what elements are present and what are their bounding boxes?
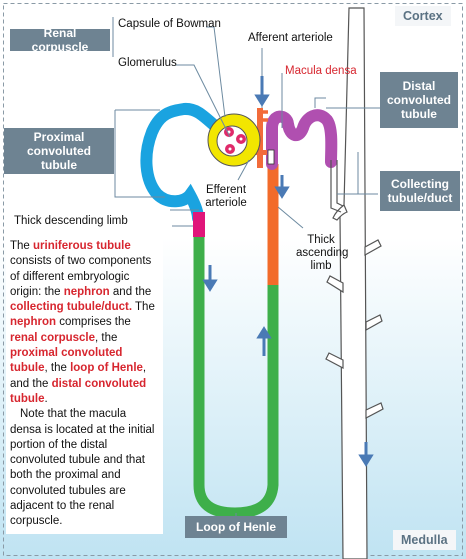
distal-line2: convoluted: [386, 93, 451, 107]
distal-line3: tubule: [400, 107, 437, 121]
highlighted-term: collecting tubule/duct.: [10, 301, 133, 314]
afferent-arteriole-label: Afferent arteriole: [248, 32, 333, 44]
proximal-line1: Proximal: [33, 130, 85, 144]
dashed-frame: [3, 3, 463, 556]
loop-of-henle-box: Loop of Henle: [185, 516, 287, 538]
distal-line1: Distal: [402, 79, 436, 93]
distal-to-collecting-link: [330, 160, 342, 213]
description-panel: The uriniferous tubule consists of two c…: [6, 236, 163, 534]
efferent-label-line1: Efferent: [205, 184, 247, 196]
collecting-line1: Collecting: [390, 177, 449, 191]
glomerulus-label: Glomerulus: [118, 57, 177, 69]
description-text: , and the: [10, 362, 147, 390]
efferent-label-line2: arteriole: [205, 197, 247, 209]
description-text: .: [44, 392, 48, 405]
highlighted-term: nephron: [10, 316, 56, 329]
distal-to-collecting-link2: [336, 160, 344, 207]
description-paragraph-2: Note that the macula densa is located at…: [10, 408, 155, 528]
glomerulus-capillary-dot: [239, 137, 243, 141]
medulla-label: Medulla: [393, 530, 456, 550]
renal-corpuscle-box: Renal corpuscle: [10, 26, 110, 54]
macula-densa-mark: [267, 149, 275, 165]
thick-ascending-limb-label: Thick ascending limb: [296, 234, 349, 273]
description-paragraph-1: The uriniferous tubule consists of two c…: [10, 239, 160, 407]
description-text: The: [10, 240, 34, 252]
description-text: The: [132, 301, 155, 314]
highlighted-term: distal convoluted tubule: [10, 377, 147, 405]
loop-of-henle-thin: [193, 237, 279, 519]
thick-asc-line3: limb: [310, 260, 332, 272]
thick-asc-line1: Thick: [307, 234, 335, 246]
macula-densa-label: Macula densa: [285, 65, 357, 77]
highlighted-term: proximal convoluted tubule: [10, 347, 123, 375]
thick-asc-line2: ascending: [296, 247, 349, 259]
description-text: consists of two components of different …: [10, 255, 152, 298]
highlighted-term: nephron: [63, 285, 110, 298]
highlighted-term: loop of Henle: [70, 362, 143, 375]
capsule-of-bowman-label: Capsule of Bowman: [118, 18, 221, 30]
thick-descending-limb-label: Thick descending limb: [14, 215, 128, 227]
efferent-arteriole-label: Efferent arteriole: [198, 184, 254, 210]
highlighted-term: renal corpuscle: [10, 331, 96, 344]
flow-arrows: [202, 76, 374, 467]
glomerulus-capillary-dot: [228, 147, 232, 151]
collecting-duct: [325, 7, 384, 559]
description-text: comprises the: [56, 316, 131, 329]
description-text: , the: [95, 331, 118, 344]
proximal-tubule-body: [140, 102, 228, 224]
collecting-line2: tubule/duct: [387, 191, 453, 205]
description-text: , the: [44, 362, 71, 375]
cortex-label: Cortex: [395, 6, 451, 26]
highlighted-term: uriniferous tubule: [33, 240, 131, 252]
description-text: and the: [109, 285, 152, 298]
proximal-line2: convoluted tubule: [26, 144, 91, 172]
